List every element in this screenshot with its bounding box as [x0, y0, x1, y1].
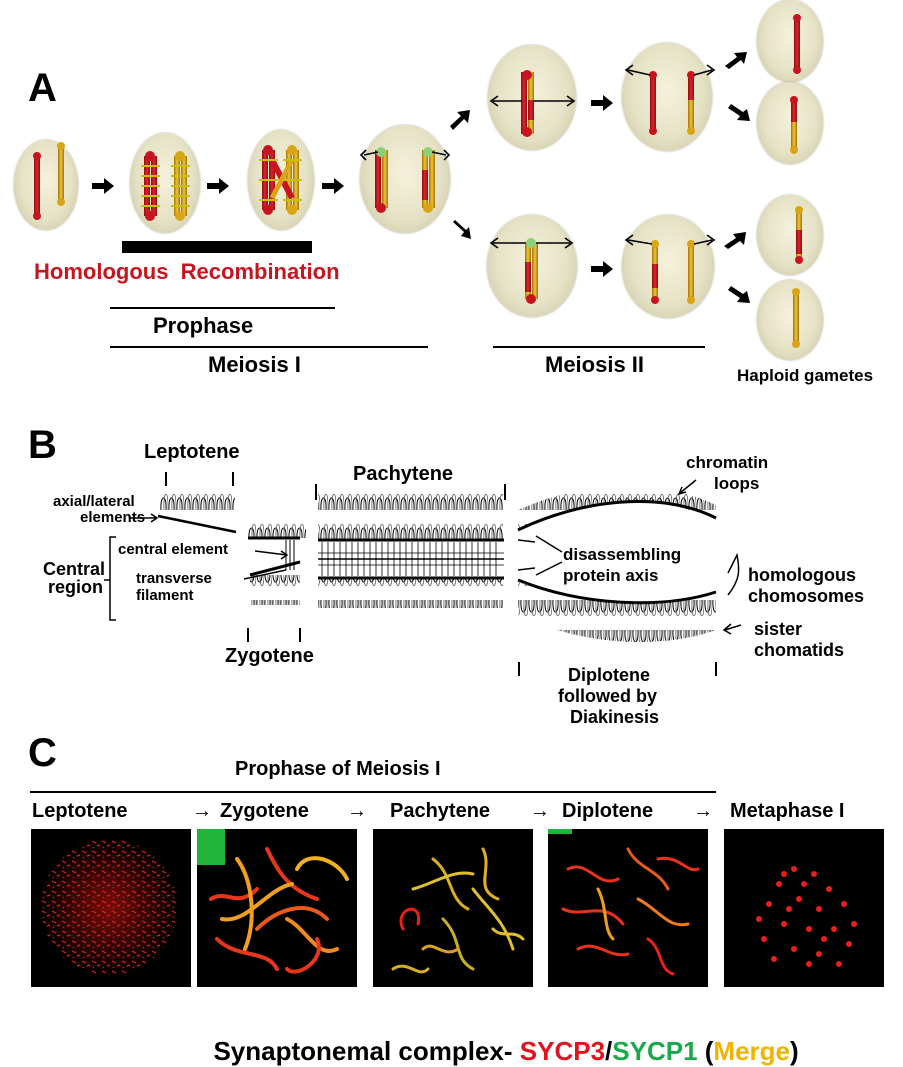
- chromatin-label-1: chromatin: [686, 453, 769, 472]
- haploid-label: Haploid gametes: [737, 366, 874, 385]
- panel-a-letter: A: [28, 66, 57, 110]
- panel-b-letter: B: [28, 423, 57, 467]
- stage-leptotene: Leptotene: [32, 800, 128, 822]
- sister-label-2: chomatids: [754, 640, 845, 660]
- prophase-label: Prophase: [153, 313, 254, 338]
- stage-pachytene: Pachytene: [390, 800, 491, 822]
- diplotene-label-3: Diakinesis: [570, 707, 660, 727]
- cell-start: [14, 140, 78, 230]
- meiosis1-label: Meiosis I: [208, 352, 301, 377]
- stage-metaphase: Metaphase I: [730, 800, 845, 822]
- zygotene-label: Zygotene: [225, 645, 314, 667]
- disassembling-label-1: disassembling: [563, 545, 682, 564]
- stage-arrow-2: →: [347, 800, 367, 822]
- synaptonemal-caption: Synaptonemal complex- SYCP3/SYCP1 (Merge…: [199, 1005, 799, 1067]
- stage-arrow-3: →: [530, 800, 550, 822]
- panel-c-letter: C: [28, 731, 57, 775]
- axial-label-2: elements: [80, 509, 146, 526]
- meiosis-schematic: [0, 0, 903, 410]
- synaptonemal-complex-diagram: [104, 472, 742, 676]
- central-region-label-1: Central: [43, 559, 106, 579]
- stage-arrow-4: →: [693, 800, 713, 822]
- central-region-label-2: region: [48, 577, 104, 597]
- pachytene-label: Pachytene: [353, 463, 454, 485]
- axial-label-1: axial/lateral: [53, 493, 135, 510]
- micrograph-zygotene: [197, 829, 357, 987]
- homologous-label-1: homologous: [748, 565, 856, 585]
- caption-merge: Merge: [713, 1036, 790, 1066]
- chromatin-label-2: loops: [714, 474, 760, 493]
- stage-zygotene: Zygotene: [220, 800, 309, 822]
- sister-label-1: sister: [754, 619, 803, 639]
- caption-sycp3: SYCP3: [519, 1036, 606, 1066]
- disassembling-label-2: protein axis: [563, 566, 659, 585]
- caption-close: ): [790, 1036, 799, 1066]
- caption-sycp1: SYCP1: [612, 1036, 698, 1066]
- recombination-bar: [122, 241, 312, 253]
- cell-gamete-3: [757, 195, 823, 275]
- caption-open: (: [697, 1036, 714, 1066]
- cell-gamete-1: [757, 0, 823, 82]
- cell-gamete-2: [757, 82, 823, 164]
- leptotene-label: Leptotene: [144, 441, 240, 463]
- diplotene-label-1: Diplotene: [568, 665, 651, 685]
- chromosomes-and-arrows: [33, 14, 803, 348]
- micrograph-metaphase: [724, 829, 884, 987]
- cell-meiosis2-bottom-b: [622, 215, 714, 318]
- cell-pairing: [130, 133, 200, 233]
- prophase-meiosis-title: Prophase of Meiosis I: [235, 758, 441, 780]
- caption-prefix: Synaptonemal complex-: [213, 1036, 520, 1066]
- meiosis1-rule: [110, 346, 428, 348]
- micrograph-leptotene: [31, 829, 191, 987]
- meiosis2-rule: [493, 346, 705, 348]
- homologous-label-2: chomosomes: [748, 586, 865, 606]
- stage-arrow-1: →: [192, 800, 212, 822]
- prophase-rule: [110, 307, 335, 309]
- micrograph-diplotene: [548, 829, 708, 987]
- prophase-meiosis-rule: [30, 791, 716, 793]
- cell-meiosis2-top-b: [622, 43, 712, 151]
- micrograph-pachytene: [373, 829, 533, 987]
- transverse-label-2: filament: [136, 587, 194, 604]
- transverse-label-1: transverse: [136, 570, 212, 587]
- stage-diplotene: Diplotene: [562, 800, 654, 822]
- central-element-label: central element: [118, 541, 229, 558]
- cell-gamete-4: [757, 280, 823, 360]
- diplotene-label-2: followed by: [558, 686, 657, 706]
- meiosis2-label: Meiosis II: [545, 352, 645, 377]
- recombination-label: Homologous Recombination: [34, 259, 340, 284]
